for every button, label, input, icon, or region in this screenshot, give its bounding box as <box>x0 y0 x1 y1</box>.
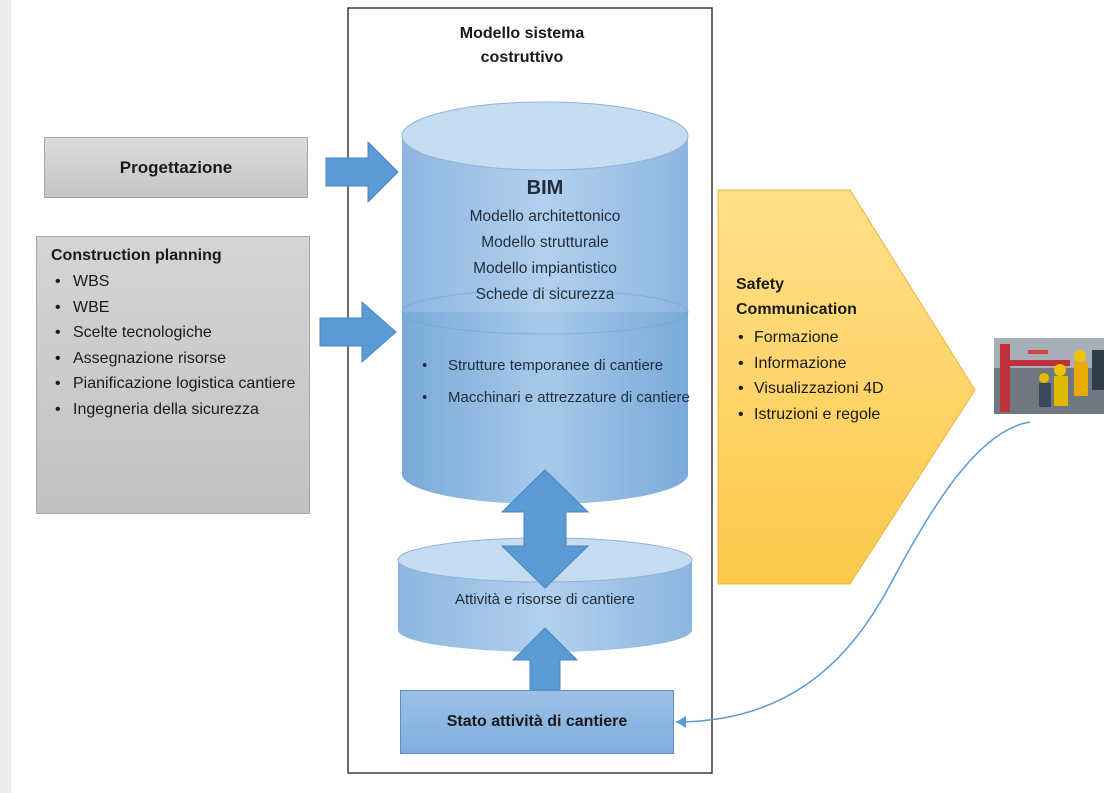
bim-model-item: Modello impiantistico <box>473 260 617 277</box>
progettazione-box: Progettazione <box>44 137 308 198</box>
bim-model-item: Modello strutturale <box>481 234 609 251</box>
arrow-progettazione <box>325 140 399 204</box>
left-edge-strip <box>0 0 11 793</box>
double-arrow <box>500 469 590 589</box>
progettazione-label: Progettazione <box>119 157 233 177</box>
stato-attivita-box: Stato attività di cantiere <box>400 690 674 754</box>
construction-planning-title: Construction planning <box>51 247 222 264</box>
list-item: Ingegneria della sicurezza <box>51 397 299 423</box>
construction-planning-box: Construction planning WBS WBE Scelte tec… <box>36 236 310 514</box>
list-item: WBS <box>51 269 299 295</box>
frame-title-line2: costruttivo <box>480 49 564 66</box>
list-item: Assegnazione risorse <box>51 346 299 372</box>
construction-workers-photo <box>994 338 1104 414</box>
activities-label: Attività e risorse di cantiere <box>454 591 636 608</box>
list-item: Scelte tecnologiche <box>51 320 299 346</box>
stato-attivita-label: Stato attività di cantiere <box>446 713 628 730</box>
list-item: Visualizzazioni 4D <box>736 376 904 402</box>
list-item: Pianificazione logistica cantiere <box>51 371 299 397</box>
bim-model-item: Modello architettonico <box>469 208 621 225</box>
frame-title-line1: Modello sistema <box>459 25 585 42</box>
safety-communication-text: Safety Communication Formazione Informaz… <box>736 272 946 427</box>
list-item: Istruzioni e regole <box>736 402 884 428</box>
bim-title: BIM <box>526 177 564 199</box>
arrow-construction-planning <box>319 300 397 364</box>
safety-title-line1: Safety <box>736 276 785 293</box>
feedback-connector <box>675 421 1031 723</box>
list-item: Strutture temporanee di cantiere <box>412 354 692 378</box>
safety-title-line2: Communication <box>736 301 857 318</box>
list-item: Formazione <box>736 325 946 351</box>
frame-title: Modello sistema costruttivo <box>400 22 644 70</box>
list-item: Macchinari e attrezzature di cantiere <box>412 386 692 410</box>
system-model-frame <box>347 7 713 774</box>
bim-cylinder <box>401 101 689 504</box>
bim-text: BIM Modello architettonico Modello strut… <box>400 175 690 308</box>
list-item: Informazione <box>736 351 946 377</box>
safety-list: Formazione Informazione Visualizzazioni … <box>736 325 946 427</box>
feedback-arrowhead <box>676 716 686 728</box>
construction-planning-list: WBS WBE Scelte tecnologiche Assegnazione… <box>51 269 299 422</box>
temporary-items-list: Strutture temporanee di cantiere Macchin… <box>412 354 692 410</box>
bim-model-item: Schede di sicurezza <box>475 286 615 303</box>
list-item: WBE <box>51 295 299 321</box>
temporary-items-box: Strutture temporanee di cantiere Macchin… <box>412 354 692 418</box>
